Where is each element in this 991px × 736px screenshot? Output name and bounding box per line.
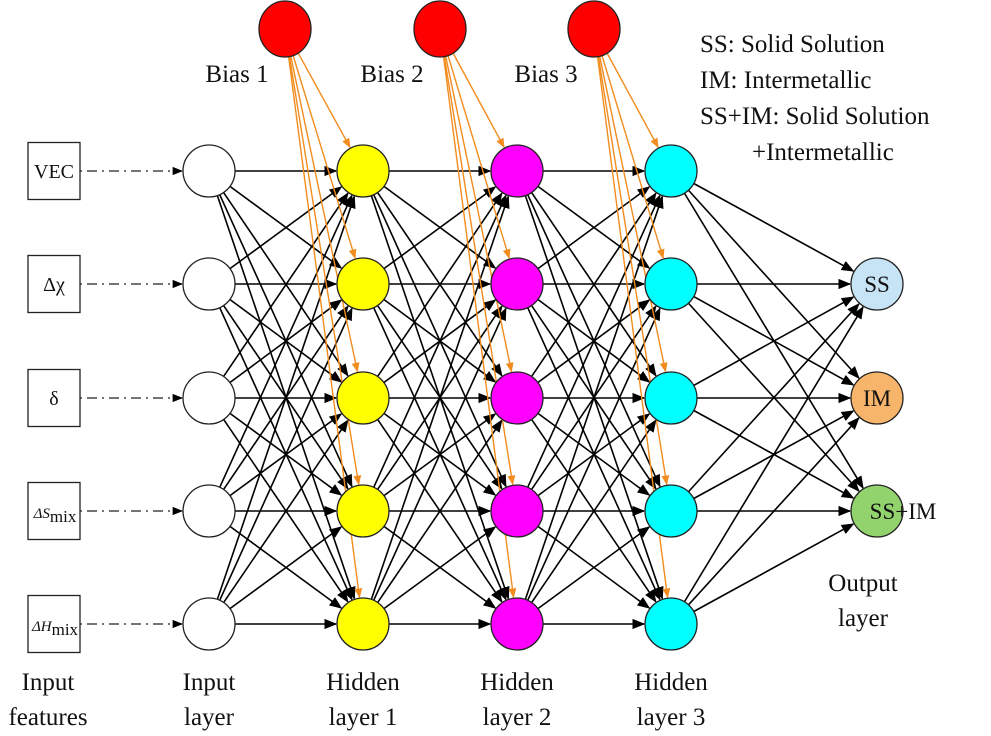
output-edge [693,296,855,387]
connection-edge [376,419,503,603]
connection-edge [372,307,507,601]
bias-edge [289,54,360,373]
feature-label: ΔSmix [33,506,77,526]
connection-edge [218,307,353,601]
hidden3-label: Hidden [634,669,708,696]
legend-line: IM: Intermetallic [700,67,871,94]
bias-edge [446,53,511,260]
feature-label: VEC [34,161,74,183]
hidden1-node [336,597,390,651]
output-label: IM [863,386,891,411]
bias-node [567,0,621,58]
connection-edge [537,526,651,610]
bias-edge [600,53,665,260]
output-node [850,484,904,538]
edges-group [216,165,864,630]
connection-edge [524,195,664,600]
input-features-label: Input [22,669,75,696]
bias-label: Bias 3 [514,61,577,88]
connection-edge [383,526,497,610]
connection-edge [526,307,661,601]
hidden1-label: layer 1 [329,704,398,731]
labels-group: Bias 1 Bias 2 Bias 3 SS IM SS+IM Input features… [8,31,936,731]
hidden1-node [336,484,390,538]
bias-node [413,0,467,58]
bias-edge [444,54,514,373]
output-node [850,371,904,425]
input-node [182,484,236,538]
input-feature-4: ΔHmix [27,594,184,654]
hidden2-label: Hidden [480,669,554,696]
hidden1-node [336,257,390,311]
bias-edge [291,53,357,260]
hidden2-node [490,257,544,311]
hidden3-node [644,144,698,198]
bias-edge [598,54,668,373]
input-feature-2: δ [27,368,184,428]
hidden2-node [490,144,544,198]
input-feature-1: Δχ [27,254,184,314]
legend-line: +Intermetallic [752,139,894,166]
bias-label: Bias 1 [205,61,268,88]
connection-edge [216,195,356,600]
hidden3-node [644,257,698,311]
connection-edge [530,419,657,603]
input-node [182,597,236,651]
feature-label: ΔHmix [31,619,79,639]
hidden3-label: layer 3 [637,704,706,731]
feature-label: δ [49,388,58,410]
bias-edge [605,51,659,149]
bias-node [258,0,312,58]
connection-edge [229,186,343,270]
hidden3-node [644,484,698,538]
output-edge [687,303,860,493]
connection-edge [229,526,343,610]
connection-edge [383,186,497,270]
connection-edge [537,186,651,270]
hidden2-node [490,484,544,538]
input-label: layer [184,704,235,731]
input-node [182,144,236,198]
output-layer-label: Output [828,570,898,597]
hidden1-label: Hidden [326,669,400,696]
connection-edge [372,194,507,488]
connection-edge [370,195,510,600]
feature-label: Δχ [43,274,65,296]
connection-edge [526,194,661,488]
bias-label: Bias 2 [360,61,423,88]
hidden1-node [336,144,390,198]
hidden2-node [490,597,544,651]
output-layer-label: layer [838,605,889,632]
legend-line: SS: Solid Solution [700,31,885,58]
hidden3-node [644,371,698,425]
output-node [850,257,904,311]
feature-box [27,368,81,428]
feature-box [27,594,81,654]
bias-edge [296,51,351,149]
input-node [182,257,236,311]
output-label: SS+IM [870,499,937,524]
output-label: SS [864,272,890,297]
legend-line: SS+IM: Solid Solution [700,103,930,130]
hidden1-node [336,371,390,425]
input-feature-0: VEC [27,141,184,201]
hidden2-label: layer 2 [483,704,552,731]
output-edge [693,523,855,613]
input-node [182,371,236,425]
connection-edge [222,419,349,603]
connection-edge [222,192,349,377]
bias-edge [451,51,505,149]
output-edge [687,417,860,606]
hidden3-node [644,597,698,651]
input-feature-3: ΔSmix [27,481,184,541]
input-features-label: features [8,704,87,731]
output-edge [693,182,855,272]
hidden2-node [490,371,544,425]
input-label: Input [183,669,236,696]
output-edge [683,305,864,603]
